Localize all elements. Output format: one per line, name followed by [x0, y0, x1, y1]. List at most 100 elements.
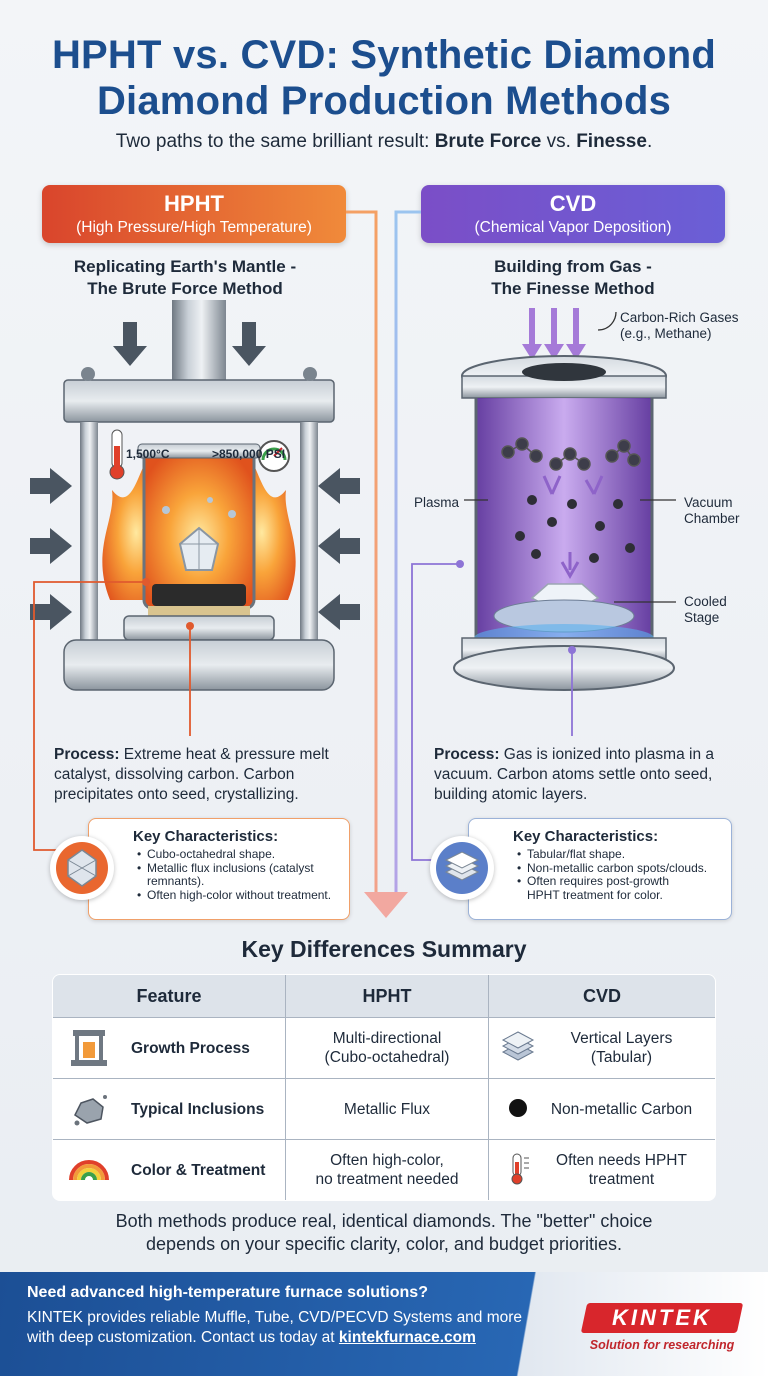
cvd-kc-item: Tabular/flat shape. [517, 847, 731, 862]
cvd-cell-line-1: Vertical Layers [570, 1030, 673, 1047]
hpht-callout-lines [33, 578, 194, 851]
cvd-process-label: Process: [434, 746, 500, 763]
down-arrow-left [113, 322, 147, 366]
vacuum-label-1: Vacuum [684, 495, 733, 510]
footer-website-link[interactable]: kintekfurnace.com [338, 1329, 476, 1346]
closing-line-2: depends on your specific clarity, color,… [146, 1234, 622, 1254]
cubo-octahedral-diamond-icon [50, 836, 114, 900]
gas-label-2: (e.g., Methane) [620, 326, 712, 341]
subtitle-suffix: . [646, 131, 653, 152]
cvd-cell: Non-metallic Carbon [488, 1078, 715, 1140]
press-base [63, 639, 335, 691]
hpht-cell-line-1: Often high-color, [330, 1152, 444, 1169]
cvd-chamber-illustration [453, 308, 676, 691]
cvd-tagline-1: Building from Gas - [494, 257, 652, 276]
col-header-feature: Feature [53, 975, 286, 1018]
subtitle-vs: vs. [541, 131, 577, 152]
temp-label: 1,500°C [126, 447, 170, 461]
feature-label: Color & Treatment [131, 1161, 266, 1179]
hpht-kc-list: Cubo-octahedral shape. Metallic flux inc… [89, 847, 349, 903]
cvd-callout-lines [411, 560, 576, 861]
cvd-cell-line-2: (Tabular) [590, 1049, 653, 1066]
footer-text: KINTEK provides reliable Muffle, Tube, C… [27, 1308, 567, 1348]
subtitle-finesse: Finesse [576, 131, 647, 152]
cvd-kc-item: Often requires post-growth HPHT treatmen… [517, 874, 731, 902]
plasma-label: Plasma [414, 495, 460, 510]
cvd-tagline-2: The Finesse Method [491, 279, 655, 298]
footer-text-line-1: KINTEK provides reliable Muffle, Tube, C… [27, 1309, 523, 1326]
summary-title: Key Differences Summary [241, 936, 527, 962]
feature-cell: Growth Process [53, 1017, 286, 1079]
cvd-header: CVD (Chemical Vapor Deposition) [421, 185, 725, 243]
gas-label: Carbon-Rich Gases (e.g., Methane) [620, 310, 739, 342]
hpht-press-illustration [30, 300, 360, 691]
side-arrow-right-1 [318, 468, 360, 504]
cvd-key-characteristics: Key Characteristics: Tabular/flat shape.… [468, 818, 732, 920]
cvd-base [453, 645, 675, 691]
hpht-process: Process: Extreme heat & pressure melt ca… [54, 745, 374, 805]
side-arrow-right-2 [318, 528, 360, 564]
title-line-2: Diamond Production Methods [96, 79, 672, 123]
tabular-diamond-icon [430, 836, 494, 900]
side-arrow-right-3 [318, 594, 360, 630]
press-icon [71, 1030, 107, 1066]
down-arrow-right [232, 322, 266, 366]
cvd-flow-line [394, 210, 421, 900]
press-column-left [80, 422, 98, 662]
table-row: Color & Treatment Often high-color,no tr… [53, 1139, 715, 1200]
feature-label: Growth Process [131, 1039, 250, 1057]
footer-cta: Need advanced high-temperature furnace s… [27, 1284, 428, 1301]
cvd-name: CVD [549, 191, 597, 216]
summary-table: Feature HPHT CVD Growth Process Multi-di… [52, 974, 716, 1201]
hpht-kc-item: Cubo-octahedral shape. [137, 847, 349, 862]
press-ram [172, 300, 226, 380]
footer-text-line-2-prefix: with deep customization. Contact us toda… [27, 1329, 339, 1346]
hpht-tagline: Replicating Earth's Mantle - The Brute F… [30, 256, 340, 300]
feature-cell: Typical Inclusions [53, 1078, 286, 1140]
closing-line-1: Both methods produce real, identical dia… [115, 1211, 653, 1231]
hpht-kc-title: Key Characteristics: [133, 828, 279, 845]
feature-cell: Color & Treatment [53, 1139, 286, 1200]
cvd-tagline: Building from Gas - The Finesse Method [418, 256, 728, 300]
gas-label-1: Carbon-Rich Gases [620, 310, 739, 325]
closing-statement: Both methods produce real, identical dia… [0, 1210, 768, 1256]
thermometer-icon [511, 1153, 529, 1185]
press-column-right [300, 422, 318, 662]
page-title: HPHT vs. CVD: Synthetic Diamond Diamond … [0, 32, 768, 124]
vacuum-label: Vacuum Chamber [684, 495, 740, 527]
kintek-logo-text[interactable]: KINTEK [612, 1305, 712, 1330]
col-header-cvd: CVD [488, 975, 715, 1018]
cvd-kc-item: Non-metallic carbon spots/clouds. [517, 861, 731, 876]
cvd-cell: Vertical Layers (Tabular) [488, 1017, 715, 1079]
hpht-fullname: (High Pressure/High Temperature) [76, 219, 312, 236]
footer-text-line-2: with deep customization. Contact us toda… [27, 1328, 567, 1348]
side-arrow-left-3 [30, 594, 72, 630]
cvd-cell-line-1: Non-metallic Carbon [550, 1100, 693, 1118]
inclusion-rock-icon [74, 1095, 107, 1126]
cvd-process: Process: Gas is ionized into plasma in a… [434, 745, 734, 805]
hpht-name: HPHT [164, 191, 224, 216]
stage-label: Cooled Stage [684, 594, 727, 626]
footer-banner [0, 1272, 768, 1376]
hpht-process-label: Process: [54, 746, 120, 763]
flow-arrow-head [364, 892, 408, 918]
hpht-cell: Metallic Flux [285, 1078, 489, 1140]
hpht-kc-item: Metallic flux inclusions (catalyst remna… [137, 861, 349, 889]
hpht-kc-item: Often high-color without treatment. [137, 888, 349, 903]
carbon-spot-icon [509, 1099, 527, 1117]
pressure-label: >850,000 PSI [212, 447, 286, 461]
hpht-cell-line-1: Multi-directional [332, 1030, 442, 1047]
hpht-cell: Multi-directional(Cubo-octahedral) [285, 1017, 489, 1079]
side-arrow-left-2 [30, 528, 72, 564]
table-header-row: Feature HPHT CVD [53, 975, 715, 1018]
hpht-tagline-2: The Brute Force Method [87, 279, 283, 298]
subtitle-prefix: Two paths to the same brilliant result: [115, 131, 435, 152]
table-row: Growth Process Multi-directional(Cubo-oc… [53, 1017, 715, 1079]
subtitle-brute-force: Brute Force [434, 131, 542, 152]
hpht-key-characteristics: Key Characteristics: Cubo-octahedral sha… [88, 818, 350, 920]
cvd-fullname: (Chemical Vapor Deposition) [474, 219, 672, 236]
vacuum-label-2: Chamber [684, 511, 740, 526]
cvd-process-text: Gas is ionized into plasma in a vacuum. … [434, 746, 715, 803]
layers-icon [501, 1031, 535, 1061]
